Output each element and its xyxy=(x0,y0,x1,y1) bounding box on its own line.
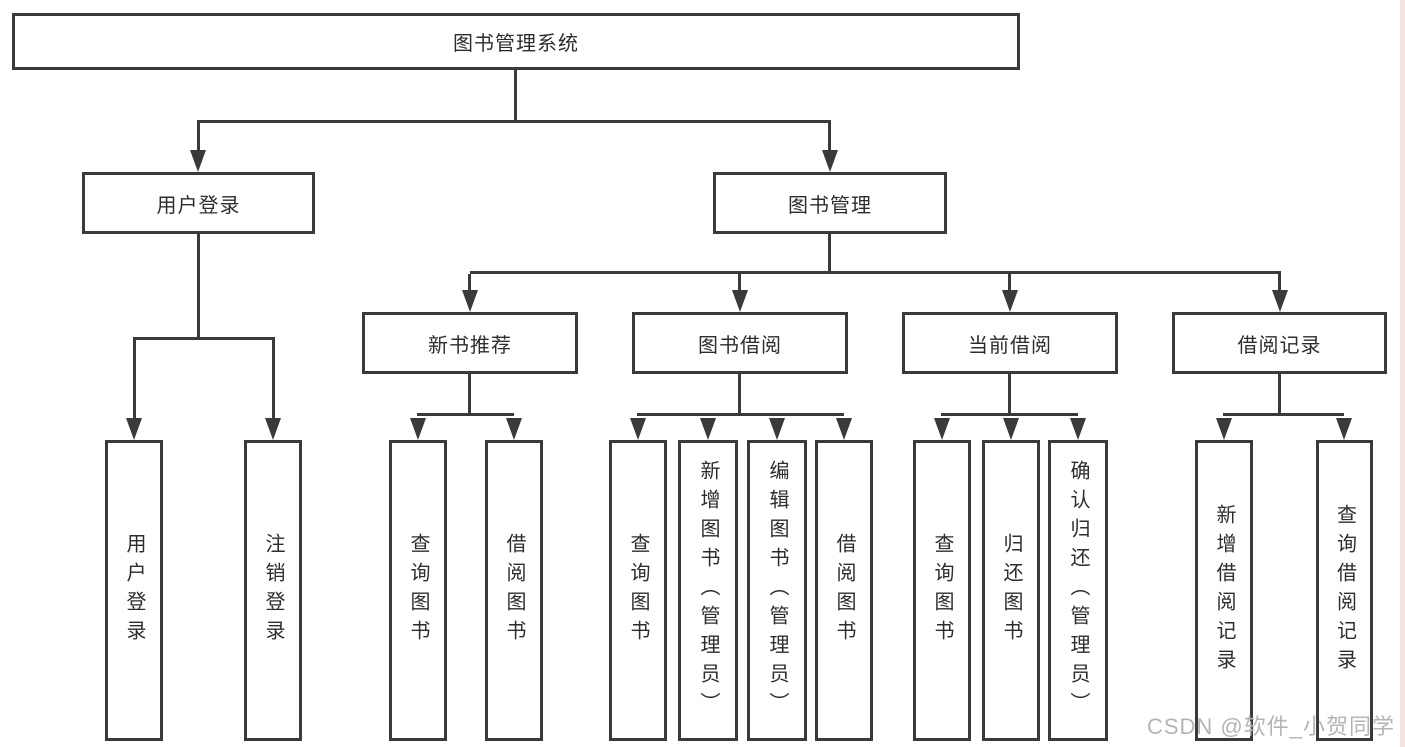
arrow-down-icon xyxy=(1003,418,1019,440)
leaf-return-book: 归还图书 xyxy=(982,440,1040,741)
leaf-query-books-recommend-label: 查询图书 xyxy=(407,532,429,649)
leaf-query-books-recommend: 查询图书 xyxy=(389,440,447,741)
leaf-add-borrow-record-label: 新增借阅记录 xyxy=(1213,503,1235,678)
arrow-down-icon xyxy=(126,418,142,440)
node-current-borrow-label: 当前借阅 xyxy=(968,334,1052,357)
node-book-borrow-label: 图书借阅 xyxy=(698,334,782,357)
arrow-down-icon xyxy=(1216,418,1232,440)
connector-newbook-stem xyxy=(468,374,471,413)
leaf-borrow-book-label: 借阅图书 xyxy=(833,532,855,649)
connector-bookmgmt-bar xyxy=(470,271,1281,274)
connector-current-bar xyxy=(941,413,1078,416)
leaf-edit-book-admin: 编辑图书（管理员） xyxy=(747,440,807,741)
node-new-book-recommend-label: 新书推荐 xyxy=(428,334,512,357)
arrow-down-icon xyxy=(836,418,852,440)
node-borrow-records: 借阅记录 xyxy=(1172,312,1387,374)
arrow-down-icon xyxy=(822,150,838,172)
right-edge-strip xyxy=(1400,0,1405,747)
leaf-query-borrow-record-label: 查询借阅记录 xyxy=(1333,503,1356,678)
node-library-system: 图书管理系统 xyxy=(12,13,1020,70)
connector-drop-records xyxy=(1278,274,1281,290)
leaf-query-borrow-record: 查询借阅记录 xyxy=(1316,440,1373,741)
arrow-down-icon xyxy=(1002,290,1018,312)
arrow-down-icon xyxy=(1272,290,1288,312)
leaf-borrow-books-recommend: 借阅图书 xyxy=(485,440,543,741)
connector-records-stem xyxy=(1278,374,1281,413)
node-library-system-label: 图书管理系统 xyxy=(453,33,579,55)
leaf-confirm-return-admin-label: 确认归还（管理员） xyxy=(1067,460,1089,721)
arrow-down-icon xyxy=(700,418,716,440)
leaf-logout-label: 注销登录 xyxy=(262,532,284,649)
node-book-management: 图书管理 xyxy=(713,172,947,234)
arrow-down-icon xyxy=(462,290,478,312)
node-new-book-recommend: 新书推荐 xyxy=(362,312,578,374)
leaf-user-login-label: 用户登录 xyxy=(123,532,145,649)
node-book-management-label: 图书管理 xyxy=(788,194,872,217)
arrow-down-icon xyxy=(630,418,646,440)
arrow-down-icon xyxy=(1336,418,1352,440)
leaf-query-books-current-label: 查询图书 xyxy=(931,532,953,649)
node-borrow-records-label: 借阅记录 xyxy=(1237,334,1322,357)
leaf-add-book-admin-label: 新增图书（管理员） xyxy=(697,460,719,721)
connector-drop-user-login xyxy=(197,123,200,152)
node-book-borrow: 图书借阅 xyxy=(632,312,848,374)
leaf-add-book-admin: 新增图书（管理员） xyxy=(678,440,738,741)
connector-borrow-bar xyxy=(637,413,844,416)
leaf-borrow-book: 借阅图书 xyxy=(815,440,873,741)
leaf-user-login: 用户登录 xyxy=(105,440,163,741)
leaf-confirm-return-admin: 确认归还（管理员） xyxy=(1048,440,1108,741)
connector-bookmgmt-stem xyxy=(828,234,831,271)
leaf-query-books-current: 查询图书 xyxy=(913,440,971,741)
node-current-borrow: 当前借阅 xyxy=(902,312,1118,374)
connector-root-bar xyxy=(197,120,831,123)
connector-userlogin-bar xyxy=(133,337,275,340)
connector-newbook-bar xyxy=(417,413,514,416)
arrow-down-icon xyxy=(410,418,426,440)
leaf-logout: 注销登录 xyxy=(244,440,302,741)
leaf-return-book-label: 归还图书 xyxy=(1000,532,1022,649)
node-user-login-label: 用户登录 xyxy=(156,194,241,217)
arrow-down-icon xyxy=(732,290,748,312)
arrow-down-icon xyxy=(265,418,281,440)
arrow-down-icon xyxy=(506,418,522,440)
connector-drop-leaf-logout xyxy=(272,340,275,418)
connector-userlogin-stem xyxy=(197,234,200,337)
arrow-down-icon xyxy=(1070,418,1086,440)
connector-drop-newbook xyxy=(468,274,471,290)
leaf-edit-book-admin-label: 编辑图书（管理员） xyxy=(766,460,788,721)
connector-drop-book-mgmt xyxy=(828,123,831,152)
arrow-down-icon xyxy=(934,418,950,440)
leaf-borrow-books-recommend-label: 借阅图书 xyxy=(503,532,525,649)
csdn-watermark: CSDN @软件_小贺同学 xyxy=(1146,714,1395,739)
leaf-query-books-borrow-label: 查询图书 xyxy=(627,532,649,649)
arrow-down-icon xyxy=(769,418,785,440)
leaf-query-books-borrow: 查询图书 xyxy=(609,440,667,741)
connector-drop-leaf-login xyxy=(133,340,136,418)
leaf-add-borrow-record: 新增借阅记录 xyxy=(1195,440,1253,741)
connector-drop-current xyxy=(1008,274,1011,290)
node-user-login: 用户登录 xyxy=(82,172,315,234)
connector-borrow-stem xyxy=(738,374,741,413)
connector-current-stem xyxy=(1008,374,1011,413)
connector-drop-borrow xyxy=(738,274,741,290)
connector-root-stem xyxy=(514,70,517,120)
arrow-down-icon xyxy=(190,150,206,172)
connector-records-bar xyxy=(1223,413,1344,416)
